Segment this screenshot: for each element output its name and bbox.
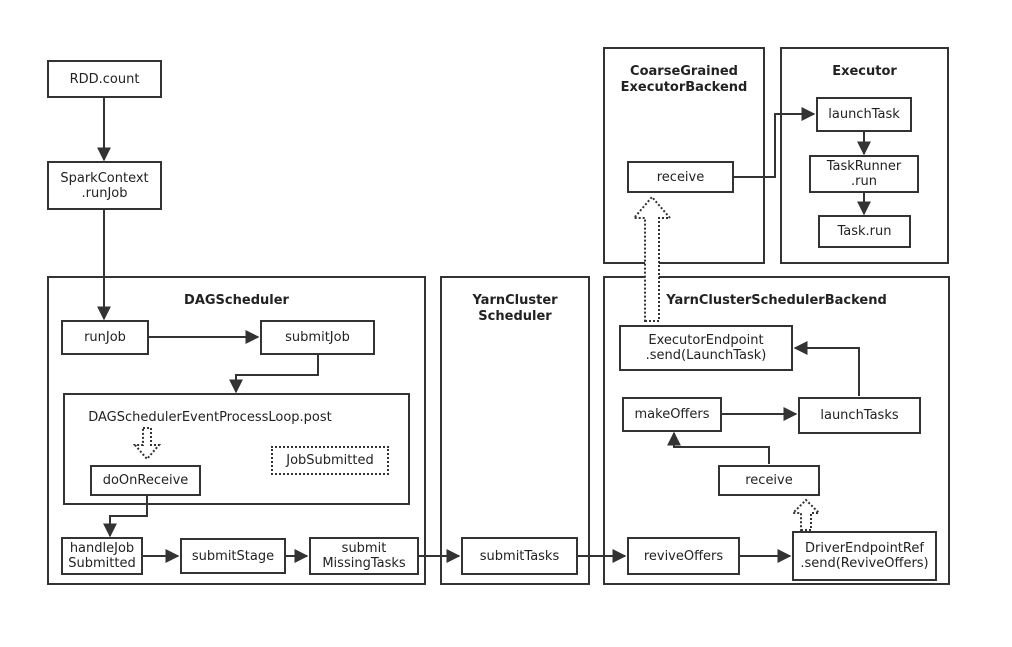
dotted-arrow-executorendpoint-to-coarse-receive	[631, 195, 673, 322]
receive-backend-node[interactable]: receive	[718, 465, 820, 496]
yarncluster-scheduler-backend-title: YarnClusterSchedulerBackend	[666, 293, 887, 308]
yarncluster-scheduler-backend-container	[603, 276, 950, 585]
taskrunner-node[interactable]: TaskRunner .run	[809, 155, 919, 193]
dagscheduler-container	[47, 276, 426, 585]
arrow-receive-to-launchtask	[734, 107, 816, 178]
submitjob-node[interactable]: submitJob	[260, 320, 375, 355]
arrow-submitjob-to-loop	[229, 355, 319, 394]
launchtask-node[interactable]: launchTask	[816, 97, 912, 132]
coarsegrained-executor-backend-title: CoarseGrained ExecutorBackend	[620, 64, 748, 95]
reviveoffers-node[interactable]: reviveOffers	[627, 537, 740, 575]
sparkcontext-runjob-node[interactable]: SparkContext .runJob	[47, 161, 162, 210]
yarncluster-scheduler-title: YarnCluster Scheduler	[472, 293, 558, 324]
runjob-node[interactable]: runJob	[61, 320, 149, 355]
executor-title: Executor	[832, 64, 897, 79]
rdd-count-node[interactable]: RDD.count	[47, 60, 162, 98]
submitmissingtasks-node[interactable]: submit MissingTasks	[309, 537, 419, 575]
makeoffers-node[interactable]: makeOffers	[622, 397, 722, 432]
executorendpoint-node[interactable]: ExecutorEndpoint .send(LaunchTask)	[619, 325, 793, 371]
handlejobsubmitted-node[interactable]: handleJob Submitted	[61, 537, 143, 575]
submitstage-node[interactable]: submitStage	[180, 538, 286, 574]
dotted-arrow-post-to-doonreceive	[132, 427, 162, 461]
jobsubmitted-node[interactable]: JobSubmitted	[271, 446, 389, 475]
event-process-loop-container	[63, 393, 410, 505]
coarsegrained-executor-backend-container	[603, 47, 765, 264]
taskrun-node[interactable]: Task.run	[818, 215, 911, 248]
executor-container	[780, 47, 949, 264]
dagscheduler-title: DAGScheduler	[184, 293, 289, 308]
dotted-arrow-driverendpoint-to-receive	[790, 498, 822, 531]
yarncluster-scheduler-container	[440, 276, 590, 585]
event-process-loop-title: DAGSchedulerEventProcessLoop.post	[88, 410, 332, 425]
arrow-receive-to-makeoffers	[667, 431, 770, 464]
submittasks-node[interactable]: submitTasks	[461, 537, 578, 575]
launchtasks-node[interactable]: launchTasks	[798, 397, 921, 434]
doonreceive-node[interactable]: doOnReceive	[90, 465, 201, 496]
arrow-launchtasks-to-executorendpoint	[793, 341, 860, 396]
receive-coarse-node[interactable]: receive	[627, 161, 734, 193]
driverendpointref-node[interactable]: DriverEndpointRef .send(ReviveOffers)	[792, 531, 937, 581]
arrow-doonreceive-to-handlejob	[103, 496, 148, 538]
